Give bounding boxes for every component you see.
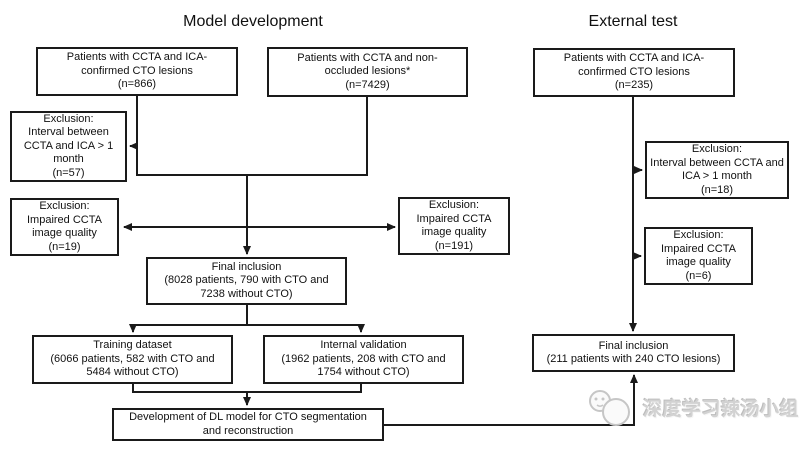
box-ext-final-inclusion: Final inclusion (211 patients with 240 C… bbox=[532, 334, 735, 372]
column-header-model-development: Model development bbox=[183, 13, 323, 30]
box-md-exclusion-image-quality-cto: Exclusion: Impaired CCTA image quality (… bbox=[10, 198, 119, 256]
box-training-dataset: Training dataset (6066 patients, 582 wit… bbox=[32, 335, 233, 384]
box-md-final-inclusion: Final inclusion (8028 patients, 790 with… bbox=[146, 257, 347, 305]
box-md-exclusion-image-quality-non-occluded: Exclusion: Impaired CCTA image quality (… bbox=[398, 197, 510, 255]
box-md-cohort-cto: Patients with CCTA and ICA- confirmed CT… bbox=[36, 47, 238, 96]
column-header-external-test: External test bbox=[588, 13, 678, 30]
box-md-cohort-non-occluded: Patients with CCTA and non- occluded les… bbox=[267, 47, 468, 97]
box-md-exclusion-interval: Exclusion: Interval between CCTA and ICA… bbox=[10, 111, 127, 182]
box-internal-validation: Internal validation (1962 patients, 208 … bbox=[263, 335, 464, 384]
box-ext-exclusion-interval: Exclusion: Interval between CCTA and ICA… bbox=[645, 141, 789, 199]
box-ext-cohort-cto: Patients with CCTA and ICA- confirmed CT… bbox=[533, 48, 735, 97]
box-dl-model-development: Development of DL model for CTO segmenta… bbox=[112, 408, 384, 441]
box-ext-exclusion-image-quality: Exclusion: Impaired CCTA image quality (… bbox=[644, 227, 753, 285]
